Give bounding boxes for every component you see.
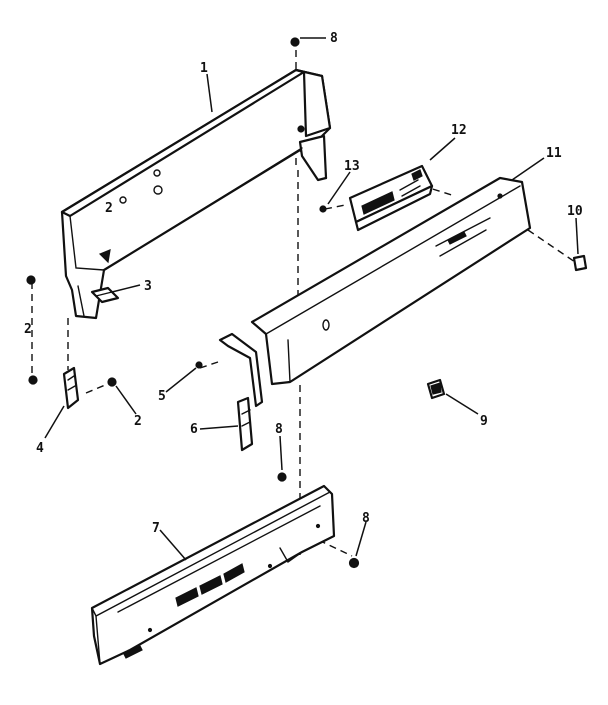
side-bracket-part-4: [62, 366, 80, 410]
callout-11: 11: [546, 146, 562, 161]
callout-2-left: 2: [24, 322, 32, 337]
screw-2-lower: [28, 375, 38, 385]
control-panel-part-11: [250, 176, 532, 386]
knob-part-10: [572, 254, 588, 272]
screw-8-lower: [348, 557, 360, 569]
callout-8-lower: 8: [362, 511, 370, 526]
clip-part-3: [90, 286, 120, 304]
callout-10: 10: [567, 204, 583, 219]
fasteners: [26, 37, 588, 569]
assembly-lines: [31, 50, 576, 557]
screw-8-mid: [277, 472, 287, 482]
screw-5: [195, 361, 203, 369]
callout-2-right: 2: [134, 414, 142, 429]
bracket-rod-part-5-6: [218, 332, 264, 452]
screw-13: [319, 205, 327, 213]
callout-13: 13: [344, 159, 360, 174]
callout-2-upper: 2: [105, 201, 113, 216]
callout-6: 6: [190, 422, 198, 437]
leader-lines: [44, 37, 579, 561]
callout-9: 9: [480, 414, 488, 429]
callout-8-top: 8: [330, 31, 338, 46]
lower-trim-part-7: [90, 484, 336, 666]
callout-7: 7: [152, 521, 160, 536]
callout-4: 4: [36, 441, 44, 456]
screw-top-8: [290, 37, 300, 47]
callout-1: 1: [200, 61, 208, 76]
screw-2-upper: [26, 275, 36, 285]
backguard-panel-part-1: [60, 68, 332, 320]
callout-5: 5: [158, 389, 166, 404]
callout-12: 12: [451, 123, 467, 138]
callouts: 8 1 12 11 13 2 10 3 2 5 2 9 6 8 4 8 7: [24, 31, 583, 536]
timer-module-part-12: [348, 164, 434, 232]
callout-8-mid: 8: [275, 422, 283, 437]
screw-2-right: [107, 377, 117, 387]
callout-3: 3: [144, 279, 152, 294]
